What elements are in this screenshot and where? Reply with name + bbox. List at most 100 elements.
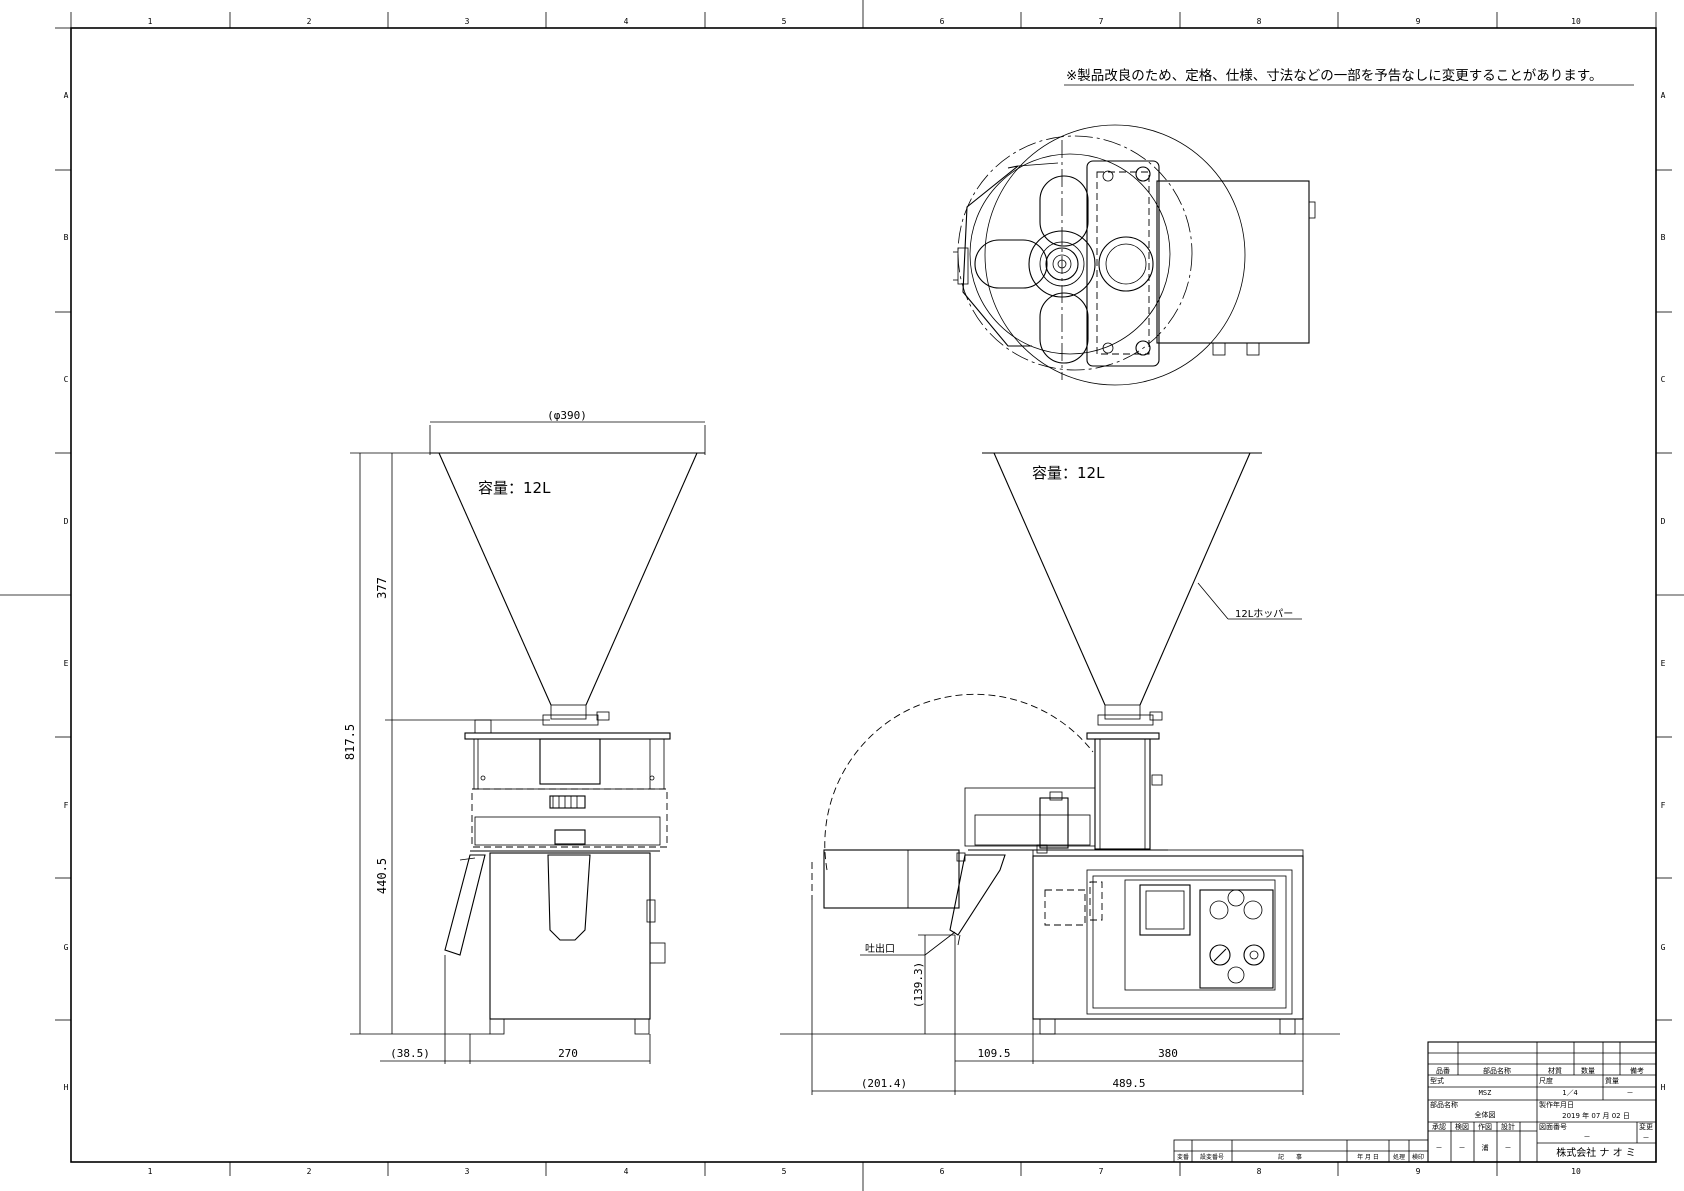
rev-header-approver: 処理 (1393, 1153, 1405, 1161)
revision-block: 変番 設変番号 記 事 年 月 日 処理 検印 (1173, 1139, 1429, 1163)
tb-header-material: 材質 (1548, 1066, 1562, 1075)
grid-row-d: D (64, 517, 69, 526)
side-drive-column (1094, 738, 1151, 850)
top-view (953, 124, 1316, 386)
side-rotor-swing-arc (824, 693, 1094, 871)
grid-row-c-right: C (1661, 375, 1666, 384)
grid-col-9: 9 (1416, 17, 1421, 26)
side-annotations: 12Lホッパー 吐出口 (860, 582, 1302, 956)
tb-date-value: 2019 年 07 月 02 日 (1562, 1111, 1630, 1120)
dim-rotor-overhang: (201.4) (861, 1077, 907, 1090)
top-view-hopper-circle (957, 135, 1193, 371)
dim-base-height: 440.5 (375, 858, 389, 894)
dim-side-left-offset: 109.5 (977, 1047, 1010, 1060)
grid-col-8-bottom: 8 (1257, 1167, 1262, 1176)
front-chute (444, 854, 486, 956)
tb-header-quantity: 数量 (1581, 1066, 1595, 1075)
tb-scale-value: 1／4 (1562, 1089, 1577, 1097)
grid-row-f-right: F (1661, 801, 1666, 810)
grid-col-3-bottom: 3 (465, 1167, 470, 1176)
front-motor-block (539, 738, 601, 785)
tb-design-label: 設計 (1501, 1122, 1515, 1131)
rev-header-record: 記 事 (1278, 1153, 1302, 1161)
grid-col-4: 4 (624, 17, 629, 26)
front-base-body (489, 852, 651, 1020)
side-switch-panel (1199, 889, 1274, 989)
spec-change-notice: ※製品改良のため、定格、仕様、寸法などの一部を予告なしに変更することがあります。 (1066, 67, 1602, 84)
top-view-lobe-left (974, 239, 1048, 289)
rev-header-change: 変番 (1177, 1153, 1189, 1161)
tb-date-label: 製作年月日 (1539, 1100, 1574, 1109)
tb-scale-label: 尺度 (1539, 1076, 1553, 1085)
side-hopper-left-wall (993, 452, 1106, 706)
grid-col-5: 5 (782, 17, 787, 26)
side-dimensions: (139.3) 109.5 380 (201.4) 489.5 (780, 900, 1340, 1095)
tb-mass-label: 質量 (1605, 1076, 1619, 1085)
grid-row-b-right: B (1661, 233, 1666, 242)
tb-model-value: MSZ (1479, 1089, 1492, 1097)
tb-header-part-name: 部品名称 (1483, 1066, 1511, 1075)
grid-col-6-bottom: 6 (940, 1167, 945, 1176)
grid-row-labels-left: A B C D E F G H (64, 91, 69, 1092)
side-indicator-light-right (1243, 900, 1263, 920)
side-display-window (1139, 884, 1191, 936)
grid-col-2-bottom: 2 (307, 1167, 312, 1176)
front-hopper-left-wall (438, 452, 552, 706)
side-view (811, 452, 1304, 1035)
tb-header-remarks: 備考 (1630, 1066, 1644, 1075)
tb-model-label: 型式 (1430, 1076, 1444, 1085)
top-view-control-box (1156, 180, 1310, 344)
dim-side-body-width: 380 (1158, 1047, 1178, 1060)
dim-outlet-height: (139.3) (912, 962, 925, 1008)
grid-col-9-bottom: 9 (1416, 1167, 1421, 1176)
grid-col-1-bottom: 1 (148, 1167, 153, 1176)
tb-header-item: 品番 (1436, 1067, 1450, 1075)
title-block: 品番 部品名称 材質 数量 備考 型式 MSZ 尺度 1／4 質量 － 部品名称… (1427, 1041, 1657, 1163)
tb-company-name: 株式会社 ナ オ ミ (1556, 1146, 1636, 1159)
tb-part-name-value: 全体図 (1475, 1110, 1496, 1119)
tb-inspect-value: － (1459, 1144, 1466, 1152)
grid-row-h: H (64, 1083, 69, 1092)
front-top-plate (464, 732, 671, 740)
front-hopper-right-wall (585, 452, 698, 706)
front-view (430, 452, 705, 1035)
top-view-side-guard (962, 165, 1032, 347)
grid-col-1: 1 (148, 17, 153, 26)
grid-row-h-right: H (1661, 1083, 1666, 1092)
grid-row-f: F (64, 801, 69, 810)
grid-col-10: 10 (1571, 17, 1581, 26)
dim-front-width: 270 (558, 1047, 578, 1060)
tb-inspect-label: 検図 (1455, 1122, 1469, 1131)
tb-mass-value: － (1627, 1089, 1634, 1097)
tb-approve-label: 承認 (1432, 1122, 1446, 1131)
grid-row-c: C (64, 375, 69, 384)
grid-row-e: E (64, 659, 69, 668)
tb-approve-value: － (1436, 1144, 1443, 1152)
side-indicator-light-left (1209, 900, 1229, 920)
side-hopper-clamp (1097, 714, 1154, 726)
grid-row-labels-right: A B C D E F G H (1661, 91, 1666, 1092)
side-base-body (1032, 855, 1304, 1020)
tb-draw-label: 作図 (1478, 1122, 1492, 1131)
grid-row-d-right: D (1661, 517, 1666, 526)
side-rotor-shaft (1039, 797, 1069, 849)
dim-side-total-width: 489.5 (1112, 1077, 1145, 1090)
front-dimensions: (φ390) 377 817.5 440.5 (38.5) 270 (343, 409, 706, 1064)
front-rotor-housing (471, 788, 668, 848)
side-chute (949, 854, 1006, 936)
tb-revision-value: － (1643, 1134, 1650, 1142)
top-view-frame (1086, 160, 1160, 367)
hopper-callout: 12Lホッパー (1235, 608, 1293, 620)
side-extension-tray (823, 849, 960, 909)
grid-row-g: G (64, 943, 69, 952)
side-knob-left (1209, 944, 1231, 966)
capacity-label-side: 容量：12L (1032, 464, 1105, 482)
top-view-lobe-top (1039, 175, 1089, 247)
grid-row-e-right: E (1661, 659, 1666, 668)
tb-revision-label: 変更 (1639, 1122, 1653, 1131)
top-view-inner-circle (969, 153, 1171, 355)
side-control-panel (1124, 879, 1276, 991)
tb-part-name-label: 部品名称 (1430, 1100, 1458, 1109)
